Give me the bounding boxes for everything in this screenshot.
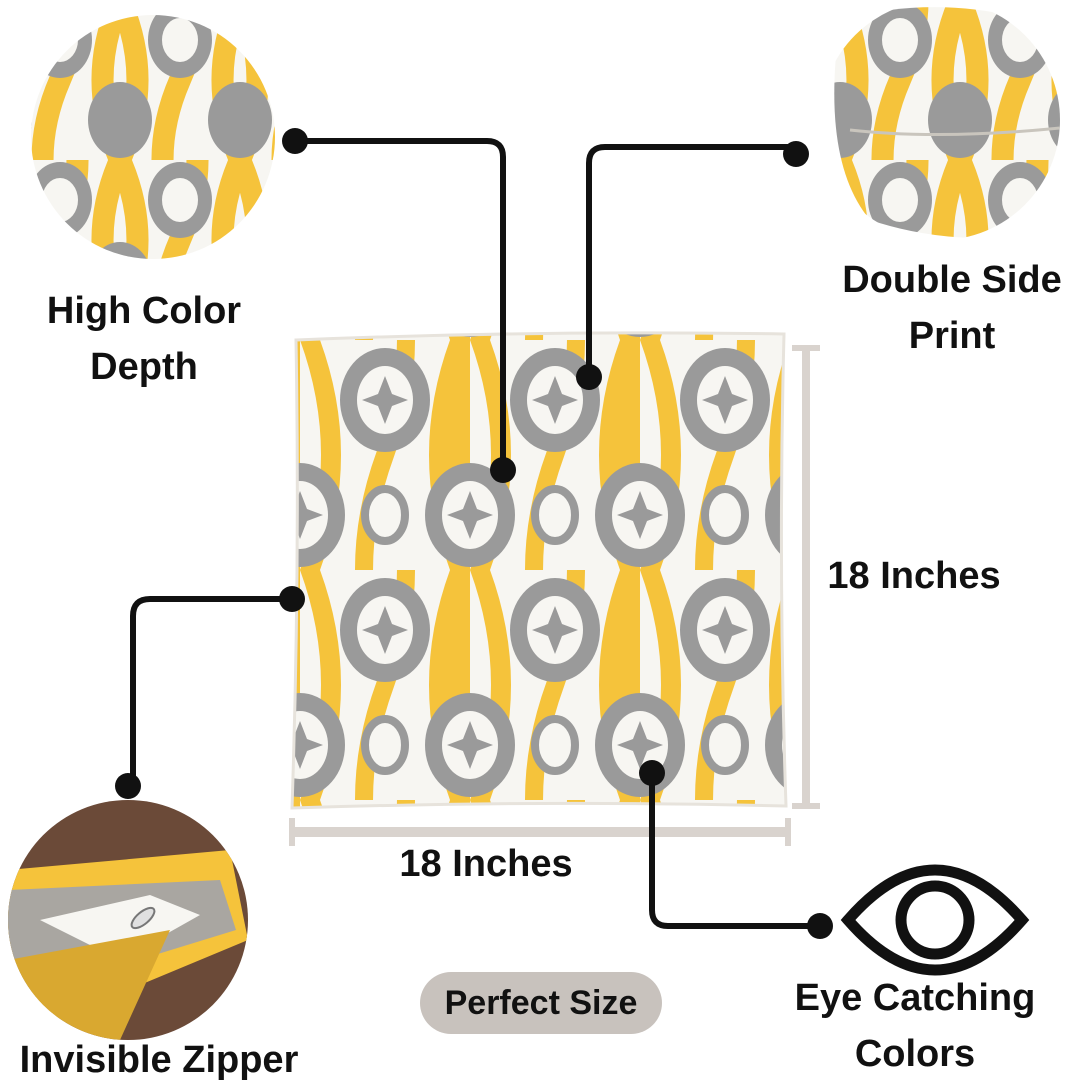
height-dimension-line (792, 345, 820, 809)
callout-dot (783, 141, 809, 167)
eye-catching-label: Eye Catching Colors (782, 970, 1048, 1082)
callout-eye-catching (649, 773, 820, 929)
label-line: Print (908, 315, 996, 357)
color-depth-closeup (31, 15, 275, 259)
double-side-closeup (820, 0, 1060, 240)
pillow-image (290, 331, 788, 810)
callout-dot (576, 364, 602, 390)
label-line: Eye Catching (794, 977, 1036, 1019)
width-dimension-line (289, 818, 791, 846)
callout-high-color-depth (295, 138, 506, 470)
label-line: Double Side (842, 259, 1062, 301)
callout-dot (282, 128, 308, 154)
callout-dot (490, 457, 516, 483)
width-label: 18 Inches (399, 843, 573, 885)
callout-dot (115, 773, 141, 799)
double-side-print-label: Double Side Print (830, 252, 1074, 364)
high-color-depth-label: High Color Depth (30, 283, 258, 395)
invisible-zipper-label: Invisible Zipper (19, 1039, 299, 1081)
height-label: 18 Inches (827, 555, 1001, 597)
callout-zipper (130, 596, 292, 785)
eye-icon (840, 864, 1030, 976)
callout-dot (807, 913, 833, 939)
callout-double-side (586, 144, 796, 377)
label-line: Depth (90, 346, 198, 388)
label-line: High Color (46, 290, 242, 332)
label-line: Colors (854, 1033, 976, 1075)
callout-dot (639, 760, 665, 786)
zipper-closeup (8, 800, 248, 1040)
callout-dot (279, 586, 305, 612)
perfect-size-badge: Perfect Size (420, 972, 662, 1034)
